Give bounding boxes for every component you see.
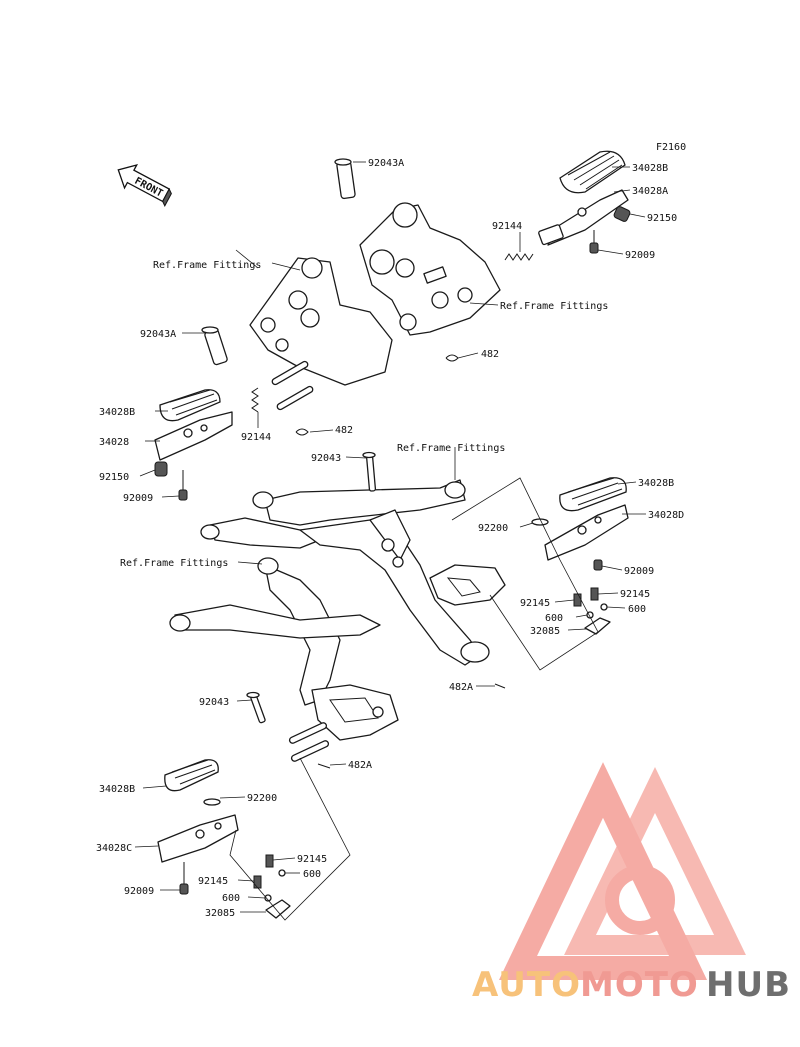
plate-32085-right <box>584 617 611 635</box>
label-92009-mid-right: 92009 <box>624 566 654 577</box>
clip-482-left <box>295 428 309 436</box>
footpeg-34028B-left <box>159 389 221 422</box>
label-92200-left: 92200 <box>247 793 277 804</box>
label-ref-frame-4: Ref.Frame Fittings <box>120 558 228 569</box>
label-92145-right-b: 92145 <box>620 589 650 600</box>
watermark-hub: HUB <box>706 965 791 1005</box>
clip-482A-low <box>317 763 331 769</box>
footpeg-34028A <box>538 189 629 246</box>
label-92009-top-right: 92009 <box>625 250 655 261</box>
figure-code: F2160 <box>656 142 686 153</box>
label-92144-right: 92144 <box>492 221 522 232</box>
label-92150-left: 92150 <box>99 472 129 483</box>
label-600-right-2: 600 <box>628 604 646 615</box>
leader-lines <box>134 161 646 921</box>
label-34028B-bottom-left: 34028B <box>99 784 135 795</box>
label-600-left-2: 600 <box>222 893 240 904</box>
bolt-92009-mid-right <box>593 559 603 571</box>
bolt-92009-left <box>178 470 188 501</box>
clip-482A-mid <box>494 683 506 689</box>
label-34028B-top-right: 34028B <box>632 163 668 174</box>
main-frame <box>169 479 490 706</box>
label-34028: 34028 <box>99 437 129 448</box>
label-92043A-left: 92043A <box>140 329 176 340</box>
label-482A-low: 482A <box>348 760 372 771</box>
footpeg-34028B-bottom-left <box>164 759 219 792</box>
label-92200-right: 92200 <box>478 523 508 534</box>
springs-92145-right <box>573 587 599 607</box>
pin-92043-low <box>246 691 266 724</box>
label-92009-bottom-left: 92009 <box>124 886 154 897</box>
label-32085-left: 32085 <box>205 908 235 919</box>
label-92043A-top: 92043A <box>368 158 404 169</box>
watermark-moto: MOTO <box>580 965 699 1005</box>
bolt-92009-bottom-left <box>179 862 189 895</box>
label-34028B-mid-right: 34028B <box>638 478 674 489</box>
label-600-left: 600 <box>303 869 321 880</box>
part-labels: F2160 92043A 34028B 34028A 92150 92144 9… <box>96 142 686 919</box>
footpeg-34028B-mid-right <box>559 477 627 512</box>
front-arrow: FRONT <box>117 163 172 208</box>
washer-92200-left <box>203 798 221 806</box>
label-34028B-left: 34028B <box>99 407 135 418</box>
label-ref-frame-1: Ref.Frame Fittings <box>153 260 261 271</box>
label-34028D: 34028D <box>648 510 684 521</box>
footpeg-34028D <box>544 504 629 561</box>
label-34028C: 34028C <box>96 843 132 854</box>
label-92043-mid: 92043 <box>311 453 341 464</box>
label-482A-mid: 482A <box>449 682 473 693</box>
left-passenger-bracket <box>311 684 399 741</box>
upper-left-pins <box>271 360 314 411</box>
plate-32085-left <box>265 899 291 919</box>
footpeg-34028C <box>157 814 239 863</box>
watermark-logo <box>498 762 746 980</box>
watermark-auto: AUTO <box>472 965 581 1005</box>
label-92144-left: 92144 <box>241 432 271 443</box>
bolt-92009-top-right <box>589 230 599 254</box>
spring-92144-left <box>251 387 259 413</box>
label-92150-right: 92150 <box>647 213 677 224</box>
label-ref-frame-3: Ref.Frame Fittings <box>397 443 505 454</box>
pin-92043A-top <box>334 158 356 200</box>
pin-92043A-left <box>201 326 228 366</box>
label-34028A: 34028A <box>632 186 668 197</box>
balls-600-left <box>264 869 286 902</box>
right-passenger-bracket <box>429 564 506 606</box>
label-482-left: 482 <box>335 425 353 436</box>
watermark-text: AUTO MOTO HUB <box>472 965 791 1005</box>
footpeg-34028B-top-right <box>559 150 626 194</box>
label-92009-left: 92009 <box>123 493 153 504</box>
upper-left-plate <box>249 257 393 386</box>
footpeg-34028 <box>154 411 233 461</box>
label-600-right: 600 <box>545 613 563 624</box>
balls-600-right <box>586 603 608 619</box>
clip-482-right <box>445 354 459 362</box>
pivot-92150-right <box>613 206 631 222</box>
lower-pins <box>288 722 330 762</box>
label-92145-right-a: 92145 <box>520 598 550 609</box>
label-92145-left-b: 92145 <box>198 876 228 887</box>
label-482-right: 482 <box>481 349 499 360</box>
pin-92043-mid <box>362 451 377 492</box>
pivot-92150-left <box>154 461 168 477</box>
springs-92145-left <box>253 854 274 889</box>
spring-92144-right <box>504 253 534 261</box>
label-32085-right: 32085 <box>530 626 560 637</box>
label-92043-low: 92043 <box>199 697 229 708</box>
label-ref-frame-2: Ref.Frame Fittings <box>500 301 608 312</box>
label-92145-left-a: 92145 <box>297 854 327 865</box>
upper-right-bracket <box>359 202 501 336</box>
